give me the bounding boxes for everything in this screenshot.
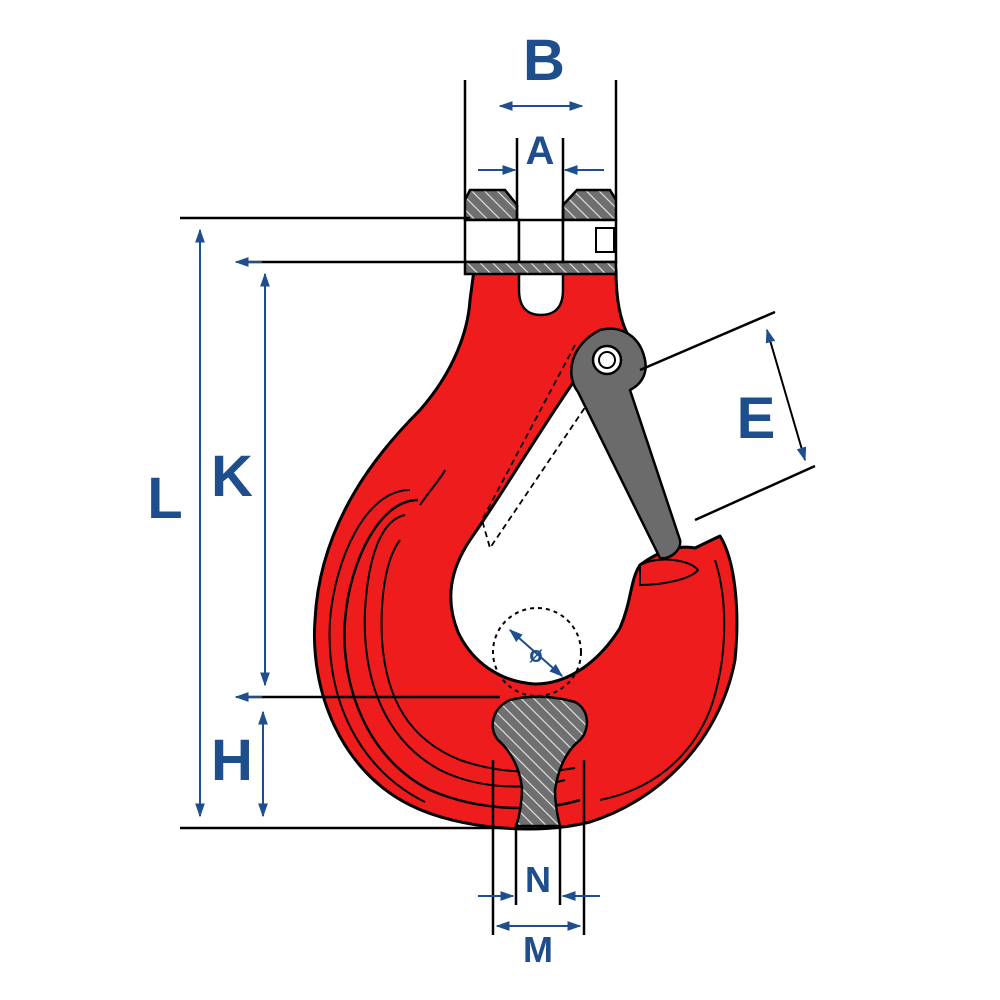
- dimension-label-K: K: [211, 444, 253, 509]
- clevis-slot: [517, 268, 565, 317]
- diameter-circle: [492, 607, 582, 697]
- clevis-head: [463, 188, 618, 276]
- dimension-lines: [180, 80, 816, 935]
- hook-body: [312, 268, 739, 831]
- safety-latch: [570, 327, 682, 560]
- dimension-label-A: A: [526, 129, 555, 173]
- dimension-label-diameter: ø: [529, 642, 543, 667]
- dimension-label-H: H: [211, 728, 253, 793]
- dimension-arrows: [195, 101, 807, 931]
- hook-cross-section: [491, 695, 589, 828]
- dimension-label-L: L: [147, 466, 182, 531]
- dimension-label-B: B: [523, 28, 565, 93]
- dimension-label-E: E: [737, 386, 776, 451]
- dimension-label-M: M: [523, 929, 553, 970]
- dimension-label-N: N: [525, 859, 551, 900]
